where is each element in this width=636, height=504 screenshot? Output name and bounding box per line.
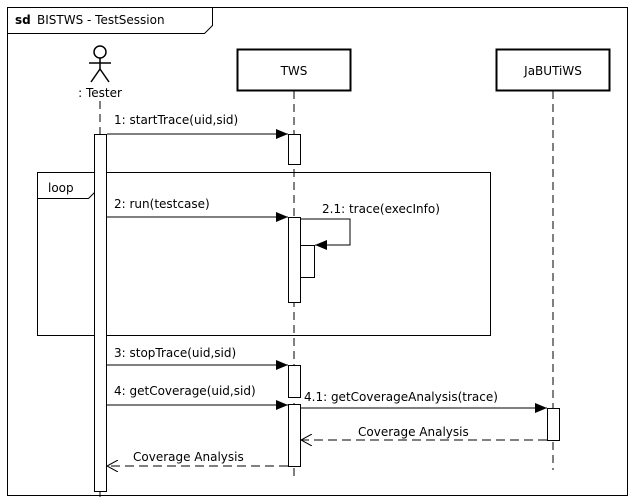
interaction-frame [7,7,628,496]
activation-tws-2-nested [300,245,315,278]
return-4-1-label: Coverage Analysis [358,425,469,439]
lifeline-label-tws: TWS [280,64,308,78]
frame-keyword: sd [15,13,31,27]
return-4-label: Coverage Analysis [133,450,244,464]
actor-label: : Tester [78,86,122,100]
stick-figure-icon [89,45,111,83]
frame-title-tab [7,7,213,34]
activation-jabutiws [547,408,560,441]
activation-tws-2 [288,217,301,303]
activation-tws-4 [288,404,301,467]
lifeline-head-tws[interactable] [236,48,352,92]
frame-title: BISTWS - TestSession [37,13,165,27]
activation-tws-1 [288,134,301,165]
message-3-label: 3: stopTrace(uid,sid) [114,346,236,360]
message-2-1-arrow[interactable] [301,218,351,250]
message-2-label: 2: run(testcase) [114,197,210,211]
message-1-label: 1: startTrace(uid,sid) [114,113,238,127]
activation-tester [94,134,107,492]
loop-fragment [37,172,491,336]
lifeline-label-jabutiws: JaBUTiWS [523,64,582,78]
loop-operator-label: loop [48,181,74,195]
activation-tws-3 [288,365,301,398]
message-4-label: 4: getCoverage(uid,sid) [114,384,256,398]
message-2-1-label: 2.1: trace(execInfo) [322,202,440,216]
lifeline-head-jabutiws[interactable] [495,48,611,92]
message-4-1-label: 4.1: getCoverageAnalysis(trace) [304,390,498,404]
